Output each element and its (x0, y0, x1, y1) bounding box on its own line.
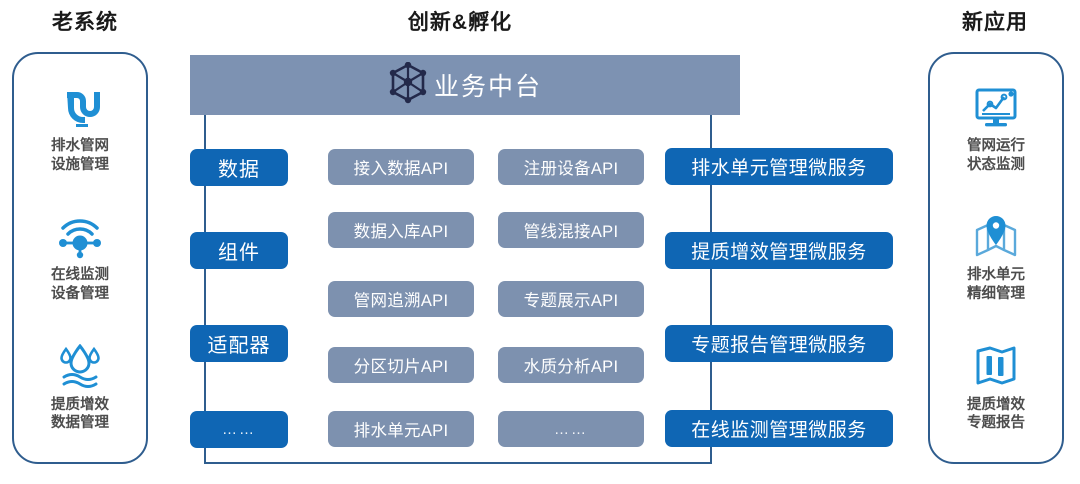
microservice-box[interactable]: 在线监测管理微服务 (665, 410, 893, 447)
new-apps-card: 管网运行 状态监测 排水单元 精细管理 (928, 52, 1064, 464)
legacy-item-water-quality[interactable]: 提质增效 数据管理 (14, 342, 146, 433)
platform-title: 业务中台 (433, 73, 542, 101)
category-box-adapter[interactable]: 适配器 (190, 325, 288, 362)
api-box[interactable]: 管网追溯API (328, 281, 474, 317)
category-label: …… (222, 421, 256, 438)
api-label: 管网追溯API (353, 292, 449, 310)
newapp-item-label: 管网运行 状态监测 (967, 138, 1025, 173)
legacy-systems-card: 排水管网 设施管理 在线监测 设备管理 (12, 52, 148, 464)
legacy-item-label: 排水管网 设施管理 (51, 138, 109, 173)
water-quality-icon (53, 342, 107, 392)
platform-banner: 业务中台 (190, 55, 740, 115)
report-book-icon (969, 342, 1023, 392)
connector-line-right (710, 115, 712, 464)
api-box[interactable]: 水质分析API (498, 347, 644, 383)
api-label: …… (554, 420, 588, 438)
api-label: 注册设备API (523, 160, 619, 178)
category-box-data[interactable]: 数据 (190, 149, 288, 186)
legacy-item-label: 在线监测 设备管理 (51, 267, 109, 302)
api-box[interactable]: 注册设备API (498, 149, 644, 185)
monitor-chart-icon (969, 83, 1023, 133)
api-box[interactable]: …… (498, 411, 644, 447)
api-box[interactable]: 接入数据API (328, 149, 474, 185)
newapp-item-report[interactable]: 提质增效 专题报告 (930, 342, 1062, 433)
connector-line-bottom (204, 462, 712, 464)
legacy-item-label: 提质增效 数据管理 (51, 396, 109, 432)
api-label: 接入数据API (353, 160, 449, 178)
newapp-item-label: 排水单元 精细管理 (967, 267, 1025, 302)
microservice-label: 提质增效管理微服务 (691, 242, 867, 263)
api-box[interactable]: 管线混接API (498, 212, 644, 248)
newapp-item-pipe-status[interactable]: 管网运行 状态监测 (930, 83, 1062, 174)
cube-network-icon (388, 61, 428, 109)
column-heading-new-apps: 新应用 (962, 11, 1028, 34)
api-label: 排水单元API (353, 422, 449, 440)
microservice-label: 在线监测管理微服务 (691, 420, 867, 441)
api-label: 水质分析API (523, 358, 619, 376)
api-label: 管线混接API (523, 223, 619, 241)
category-box-more[interactable]: …… (190, 411, 288, 448)
legacy-item-online-monitoring[interactable]: 在线监测 设备管理 (14, 212, 146, 303)
api-box[interactable]: 排水单元API (328, 411, 474, 447)
api-label: 专题展示API (523, 292, 619, 310)
api-box[interactable]: 数据入库API (328, 212, 474, 248)
newapp-item-label: 提质增效 专题报告 (967, 396, 1025, 432)
column-heading-legacy-systems: 老系统 (52, 11, 118, 34)
category-label: 组件 (218, 242, 260, 264)
microservice-box[interactable]: 提质增效管理微服务 (665, 232, 893, 269)
category-label: 适配器 (207, 335, 271, 357)
newapp-item-unit-management[interactable]: 排水单元 精细管理 (930, 212, 1062, 303)
microservice-label: 专题报告管理微服务 (691, 335, 867, 356)
category-box-component[interactable]: 组件 (190, 232, 288, 269)
api-box[interactable]: 分区切片API (328, 347, 474, 383)
column-heading-innovation: 创新&孵化 (407, 11, 513, 34)
microservice-box[interactable]: 排水单元管理微服务 (665, 148, 893, 185)
online-sensor-icon (53, 212, 107, 262)
microservice-box[interactable]: 专题报告管理微服务 (665, 325, 893, 362)
legacy-item-pipe-network[interactable]: 排水管网 设施管理 (14, 83, 146, 174)
microservice-label: 排水单元管理微服务 (691, 158, 867, 179)
connector-line-left (204, 115, 206, 464)
category-label: 数据 (218, 159, 260, 181)
map-pin-icon (969, 212, 1023, 262)
api-box[interactable]: 专题展示API (498, 281, 644, 317)
pipe-network-icon (53, 83, 107, 133)
api-label: 分区切片API (353, 358, 449, 376)
api-label: 数据入库API (353, 223, 449, 241)
